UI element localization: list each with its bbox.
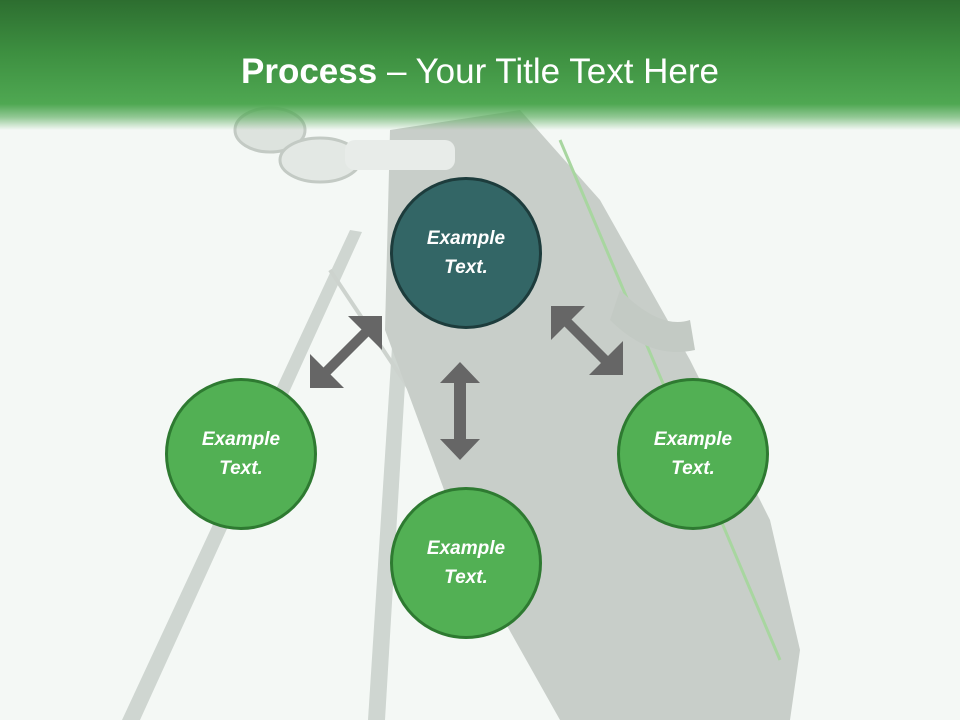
node-right[interactable]: Example Text. [617,378,769,530]
node-top-line2: Text. [444,257,488,278]
node-top-line1: Example [426,228,506,249]
double-arrow-top-bottom-icon [440,362,480,460]
title-banner [0,0,960,130]
node-left[interactable]: Example Text. [165,378,317,530]
double-arrow-top-left-icon [310,316,382,388]
node-right-line2: Text. [671,458,715,479]
node-right-line1: Example [653,429,733,450]
page-title: Process – Your Title Text Here [0,52,960,92]
node-bottom-line1: Example [426,538,506,559]
node-top[interactable]: Example Text. [390,177,542,329]
node-bottom-line2: Text. [444,567,488,588]
double-arrow-top-right-icon [551,306,623,375]
node-bottom[interactable]: Example Text. [390,487,542,639]
title-rest: – Your Title Text Here [377,52,719,91]
node-left-line2: Text. [219,458,263,479]
title-bold: Process [241,52,378,91]
node-left-line1: Example [201,429,281,450]
